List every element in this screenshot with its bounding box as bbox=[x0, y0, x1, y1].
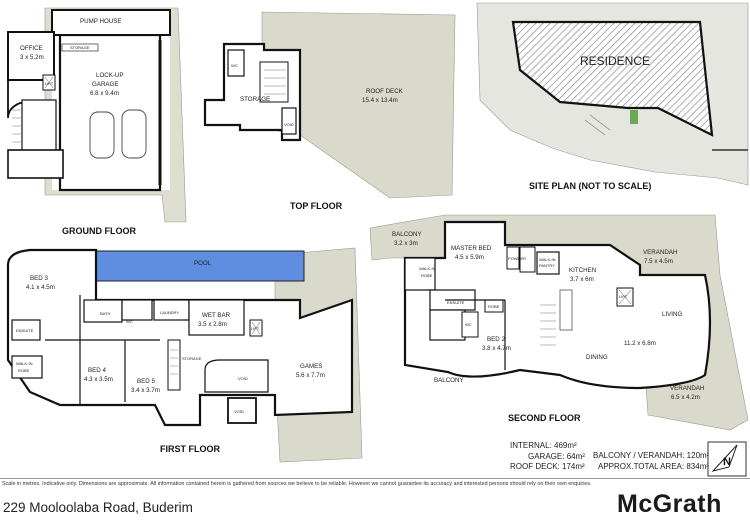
top-void-label: VOID bbox=[284, 122, 294, 127]
top-wc-label: WC bbox=[231, 63, 238, 68]
first-bed3-label: BED 3 bbox=[30, 275, 48, 282]
second-powder-label: POWDER bbox=[508, 256, 526, 261]
area-balcony: BALCONY / VERANDAH: 120m² bbox=[593, 451, 709, 462]
first-bed3-dim: 4.1 x 4.5m bbox=[26, 284, 55, 291]
second-lift-label: LIFT bbox=[619, 294, 628, 299]
second-master-label: MASTER BED bbox=[451, 245, 492, 252]
top-storage-label: STORAGE bbox=[240, 96, 270, 103]
area-internal-value: 469m² bbox=[554, 441, 577, 450]
first-games-label: GAMES bbox=[300, 363, 322, 370]
first-pool-label: POOL bbox=[194, 260, 212, 267]
disclaimer-text: Scale in metres. Indicative only. Dimens… bbox=[2, 481, 592, 487]
second-verandah2-label: VERANDAH bbox=[670, 385, 704, 392]
area-schedule-left: INTERNAL: 469m² GARAGE: 64m² ROOF DECK: … bbox=[510, 441, 585, 473]
first-bath-label: BATH bbox=[100, 311, 110, 316]
site-plan-title: SITE PLAN (NOT TO SCALE) bbox=[529, 181, 651, 191]
first-floor-plan: POOL BED 3 4.1 x 4.5m ENSUITE WALK-IN RO… bbox=[6, 247, 363, 463]
second-walkin-label: WALK-IN bbox=[419, 266, 436, 271]
ground-floor-plan: PUMP HOUSE OFFICE 3 x 5.2m STORAGE LIFT … bbox=[7, 7, 187, 236]
first-wetbar-dim: 3.5 x 2.8m bbox=[198, 321, 227, 328]
first-ensuite-label: ENSUITE bbox=[16, 328, 34, 333]
first-wc-label: WC bbox=[126, 319, 133, 324]
ground-garage-label2: GARAGE bbox=[92, 81, 118, 88]
second-dining-label: DINING bbox=[586, 354, 608, 361]
first-bed4-label: BED 4 bbox=[88, 367, 106, 374]
area-garage-value: 64m² bbox=[566, 451, 585, 461]
second-living-dim: 11.2 x 6.8m bbox=[624, 340, 656, 347]
area-garage: GARAGE: 64m² bbox=[510, 452, 585, 463]
second-floor-plan: BALCONY 3.2 x 3m MASTER BED 4.5 x 5.9m W… bbox=[369, 214, 749, 431]
second-wc-label: WC bbox=[465, 322, 472, 327]
first-lift-label: LIFT bbox=[251, 326, 260, 331]
first-floor-title: FIRST FLOOR bbox=[160, 444, 220, 454]
ground-lift-label: LIFT bbox=[45, 81, 54, 86]
area-garage-label: GARAGE: bbox=[528, 451, 565, 461]
area-internal: INTERNAL: 469m² bbox=[510, 441, 585, 452]
second-kitchen-label: KITCHEN bbox=[569, 267, 596, 274]
second-robe2-label: ROBE bbox=[488, 304, 500, 309]
top-floor-plan: WC STORAGE VOID ROOF DECK 15.4 x 13.4m T… bbox=[203, 11, 456, 211]
top-floor-title: TOP FLOOR bbox=[290, 201, 343, 211]
second-ensuite-label: ENSUITE bbox=[447, 300, 465, 305]
second-balcony1-dim: 3.2 x 3m bbox=[394, 240, 418, 247]
site-residence-label: RESIDENCE bbox=[580, 54, 650, 68]
top-roof-deck-label: ROOF DECK bbox=[366, 88, 404, 95]
second-robe-label: ROBE bbox=[421, 273, 433, 278]
second-bed2-label: BED 2 bbox=[487, 336, 505, 343]
floor-plan-drawing: PUMP HOUSE OFFICE 3 x 5.2m STORAGE LIFT … bbox=[6, 2, 749, 463]
first-bed5-dim: 3.4 x 3.7m bbox=[131, 387, 160, 394]
first-laundry-label: LAUNDRY bbox=[160, 310, 179, 315]
second-wip-label: WALK-IN bbox=[539, 257, 556, 262]
first-bed4-dim: 4.3 x 3.5m bbox=[84, 376, 113, 383]
second-verandah1-label: VERANDAH bbox=[643, 249, 677, 256]
first-robe-label: ROBE bbox=[18, 368, 30, 373]
second-bed2-dim: 3.8 x 4.7m bbox=[482, 345, 511, 352]
site-plan: RESIDENCE SITE PLAN (NOT TO SCALE) bbox=[476, 2, 749, 191]
second-pantry-label: PANTRY bbox=[539, 263, 555, 268]
first-void2-label: VOID bbox=[234, 409, 244, 414]
area-balcony-label: BALCONY / VERANDAH: bbox=[593, 451, 685, 460]
second-balcony2-label: BALCONY bbox=[434, 377, 464, 384]
ground-office-dim: 3 x 5.2m bbox=[20, 54, 44, 61]
first-games-dim: 5.6 x 7.7m bbox=[296, 372, 325, 379]
area-roofdeck-value: 174m² bbox=[562, 462, 585, 471]
area-total-label: APPROX.TOTAL AREA: bbox=[598, 461, 685, 471]
property-address: 229 Mooloolaba Road, Buderim bbox=[3, 500, 193, 515]
area-total: APPROX.TOTAL AREA: 834m² bbox=[593, 462, 709, 473]
ground-garage-dim: 6.8 x 9.4m bbox=[90, 90, 119, 97]
ground-floor-title: GROUND FLOOR bbox=[62, 226, 136, 236]
ground-storage-label: STORAGE bbox=[70, 45, 90, 50]
compass-letter: N bbox=[723, 456, 731, 468]
north-compass-icon: N bbox=[707, 441, 747, 477]
second-living-label: LIVING bbox=[662, 311, 682, 318]
first-storage-label: STORAGE bbox=[182, 356, 202, 361]
first-bed5-label: BED 5 bbox=[137, 378, 155, 385]
ground-garage-label: LOCK-UP bbox=[96, 72, 124, 79]
ground-pump-house-label: PUMP HOUSE bbox=[80, 18, 122, 25]
ground-office-label: OFFICE bbox=[20, 45, 43, 52]
area-schedule-right: BALCONY / VERANDAH: 120m² APPROX.TOTAL A… bbox=[593, 451, 709, 472]
brand-logo: McGrath bbox=[617, 490, 722, 518]
area-roofdeck: ROOF DECK: 174m² bbox=[510, 462, 585, 473]
area-balcony-value: 120m² bbox=[686, 451, 710, 460]
area-total-value: 834m² bbox=[686, 461, 710, 471]
second-kitchen-dim: 3.7 x 6m bbox=[570, 276, 594, 283]
first-wetbar-label: WET BAR bbox=[202, 312, 231, 319]
second-verandah1-dim: 7.5 x 4.5m bbox=[644, 258, 673, 265]
second-balcony1-label: BALCONY bbox=[392, 231, 422, 238]
first-void1-label: VOID bbox=[238, 376, 248, 381]
second-master-dim: 4.5 x 5.9m bbox=[455, 254, 484, 261]
footer-divider bbox=[0, 478, 750, 479]
first-walkin-label: WALK-IN bbox=[16, 361, 33, 366]
area-internal-label: INTERNAL: bbox=[510, 441, 552, 450]
second-floor-title: SECOND FLOOR bbox=[508, 413, 581, 423]
second-verandah2-dim: 6.5 x 4.2m bbox=[671, 394, 700, 401]
area-roofdeck-label: ROOF DECK: bbox=[510, 462, 560, 471]
top-roof-deck-dim: 15.4 x 13.4m bbox=[362, 97, 398, 104]
